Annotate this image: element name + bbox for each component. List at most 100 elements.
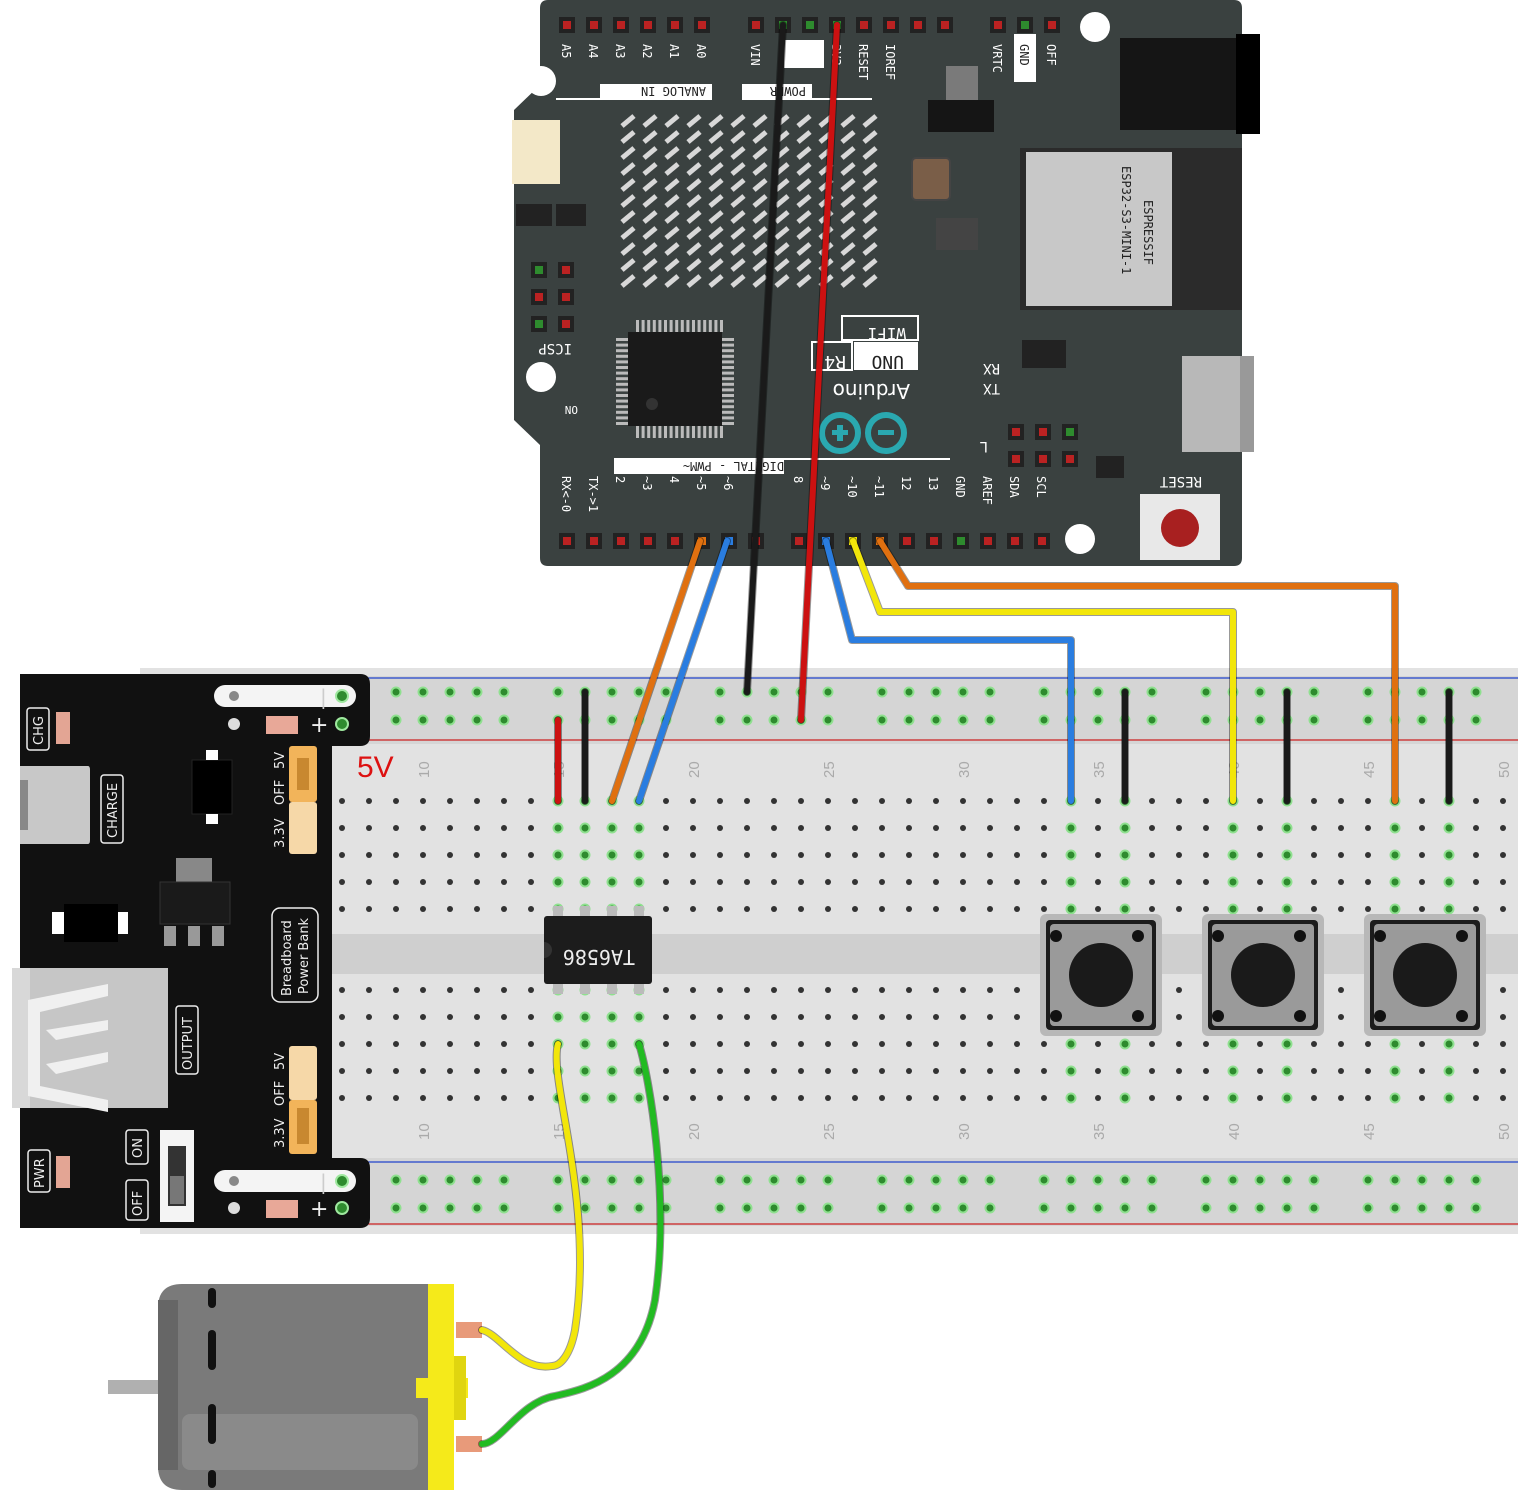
voltage-selector-bottom[interactable]	[289, 1046, 317, 1100]
rail-hole	[552, 1202, 564, 1214]
rail-hole	[579, 1174, 591, 1186]
motor-end-shade	[158, 1300, 178, 1470]
terminal-hole	[663, 825, 669, 831]
terminal-hole-connected	[606, 876, 618, 888]
arduino-uno-r4-wifi: A5A4A3A2A1A0VINGND5V3V3RESETIOREFVRTCGND…	[512, 0, 1260, 566]
terminal-hole	[1257, 852, 1263, 858]
terminal-hole	[717, 1068, 723, 1074]
rail-hole	[957, 1174, 969, 1186]
digital-pin-label: SCL	[1034, 476, 1048, 498]
terminal-hole	[501, 1014, 507, 1020]
header-pin-socket	[930, 537, 938, 545]
digital-pin-label: 13	[926, 476, 940, 490]
terminal-hole	[1500, 852, 1506, 858]
push-button[interactable]	[1202, 914, 1324, 1036]
esp32-module-can	[1026, 152, 1172, 306]
terminal-hole	[1203, 1068, 1209, 1074]
push-button[interactable]	[1040, 914, 1162, 1036]
analog-pin-label: A5	[559, 44, 573, 58]
rail-hole	[768, 1174, 780, 1186]
charge-label-box	[100, 774, 124, 844]
terminal-hole-connected	[1227, 822, 1239, 834]
rail-hole	[1065, 1174, 1077, 1186]
chip-leg	[580, 982, 590, 994]
terminal-hole	[1311, 825, 1317, 831]
button-cap[interactable]	[1393, 943, 1457, 1007]
header-pin-socket	[590, 21, 598, 29]
matrix-led	[796, 258, 812, 272]
reset-button[interactable]	[1161, 509, 1199, 547]
matrix-led	[840, 242, 856, 256]
terminal-hole	[420, 1014, 426, 1020]
power-switch-knob[interactable]	[170, 1176, 184, 1204]
logo-circle-right	[865, 412, 907, 454]
rail-hole	[957, 714, 969, 726]
header-pin-socket	[644, 537, 652, 545]
mosfet	[516, 204, 552, 226]
chip-leg	[634, 906, 644, 918]
matrix-led	[730, 274, 746, 288]
logo-circle-left	[819, 412, 861, 454]
button-cap[interactable]	[1069, 943, 1133, 1007]
terminal-hole-connected	[579, 1092, 591, 1104]
matrix-led	[796, 114, 812, 128]
matrix-led	[752, 178, 768, 192]
terminal-hole	[447, 798, 453, 804]
push-button[interactable]	[1364, 914, 1486, 1036]
matrix-led	[862, 194, 878, 208]
terminal-hole	[1338, 852, 1344, 858]
matrix-led	[730, 178, 746, 192]
matrix-led	[862, 258, 878, 272]
power-bank-name-line1: Breadboard	[280, 920, 295, 996]
matrix-led	[708, 146, 724, 160]
terminal-hole	[1149, 1068, 1155, 1074]
terminal-hole	[474, 987, 480, 993]
analog-pin-label: A4	[586, 44, 600, 58]
terminal-hole-connected	[1227, 1038, 1239, 1050]
digital-pin-label: ~9	[818, 476, 832, 490]
sel-33-bottom: 3.3V	[273, 1118, 288, 1148]
wires	[478, 21, 1453, 1448]
terminal-hole	[771, 987, 777, 993]
terminal-hole	[393, 1095, 399, 1101]
usb-contacts	[28, 984, 108, 1112]
inductor	[911, 157, 951, 201]
sel-off-top: OFF	[273, 780, 288, 805]
terminal-hole	[339, 987, 345, 993]
top-header-pin2	[228, 718, 240, 730]
terminal-hole	[474, 1068, 480, 1074]
terminal-hole	[1500, 1041, 1506, 1047]
terminal-hole	[501, 987, 507, 993]
rail-hole	[822, 714, 834, 726]
board-regulator	[928, 100, 994, 132]
rail-hole	[768, 1202, 780, 1214]
matrix-led	[752, 226, 768, 240]
matrix-led	[774, 178, 790, 192]
rail-hole	[1281, 1174, 1293, 1186]
rail-hole	[1362, 1174, 1374, 1186]
rail-hole	[984, 1202, 996, 1214]
matrix-led	[796, 210, 812, 224]
mcu-pin	[697, 320, 701, 332]
rail-hole	[1362, 686, 1374, 698]
column-number: 20	[686, 1123, 703, 1140]
mcu-pin	[714, 320, 718, 332]
rail-hole	[417, 686, 429, 698]
regulator-tab	[176, 858, 212, 882]
matrix-led	[620, 242, 636, 256]
matrix-led	[642, 178, 658, 192]
terminal-hole	[1311, 798, 1317, 804]
mcu-pin	[722, 382, 734, 386]
rail-hole	[1470, 714, 1482, 726]
terminal-hole	[420, 798, 426, 804]
chip-legs	[553, 906, 644, 994]
terminal-hole	[1365, 1068, 1371, 1074]
terminal-hole	[879, 1041, 885, 1047]
matrix-led	[708, 162, 724, 176]
button-cap[interactable]	[1231, 943, 1295, 1007]
bottom-header-pin-connected	[335, 1174, 349, 1188]
rail-hole	[1362, 714, 1374, 726]
rail-hole	[1038, 1202, 1050, 1214]
esp32-vendor: ESPRESSIF	[1141, 200, 1155, 265]
rail-hole	[984, 686, 996, 698]
